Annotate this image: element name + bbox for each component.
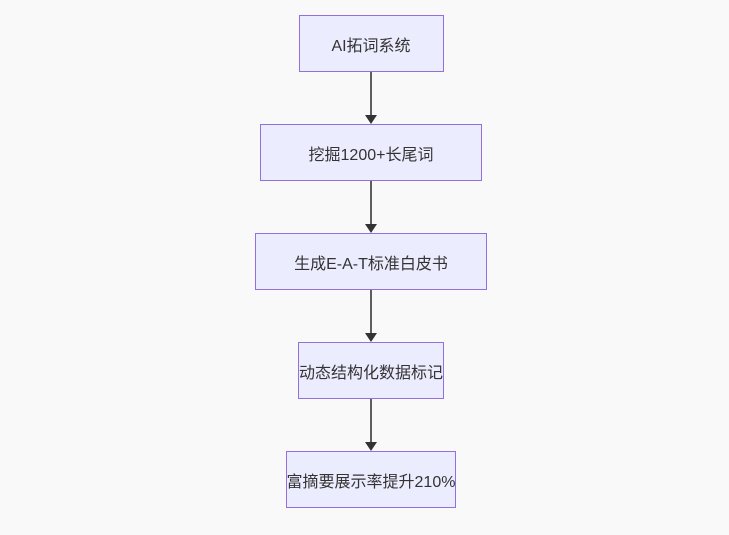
flow-arrow-4 <box>365 399 377 451</box>
arrow-down-icon <box>365 224 377 233</box>
flow-node-longtail-mining: 挖掘1200+长尾词 <box>260 124 482 181</box>
flow-arrow-3 <box>365 290 377 342</box>
arrow-down-icon <box>365 442 377 451</box>
flow-column: AI拓词系统 挖掘1200+长尾词 生成E-A-T标准白皮书 动态结构化数据标记… <box>255 15 487 508</box>
flow-node-ai-expansion-system: AI拓词系统 <box>298 15 444 72</box>
arrow-line <box>370 399 372 443</box>
flow-node-rich-snippet-uplift: 富摘要展示率提升210% <box>285 451 457 508</box>
flow-node-eat-whitepaper: 生成E-A-T标准白皮书 <box>255 233 487 290</box>
arrow-line <box>370 181 372 225</box>
flow-arrow-2 <box>365 181 377 233</box>
flow-arrow-1 <box>365 72 377 124</box>
arrow-line <box>370 72 372 116</box>
arrow-down-icon <box>365 333 377 342</box>
arrow-line <box>370 290 372 334</box>
flow-node-structured-data-markup: 动态结构化数据标记 <box>297 342 444 399</box>
arrow-down-icon <box>365 115 377 124</box>
